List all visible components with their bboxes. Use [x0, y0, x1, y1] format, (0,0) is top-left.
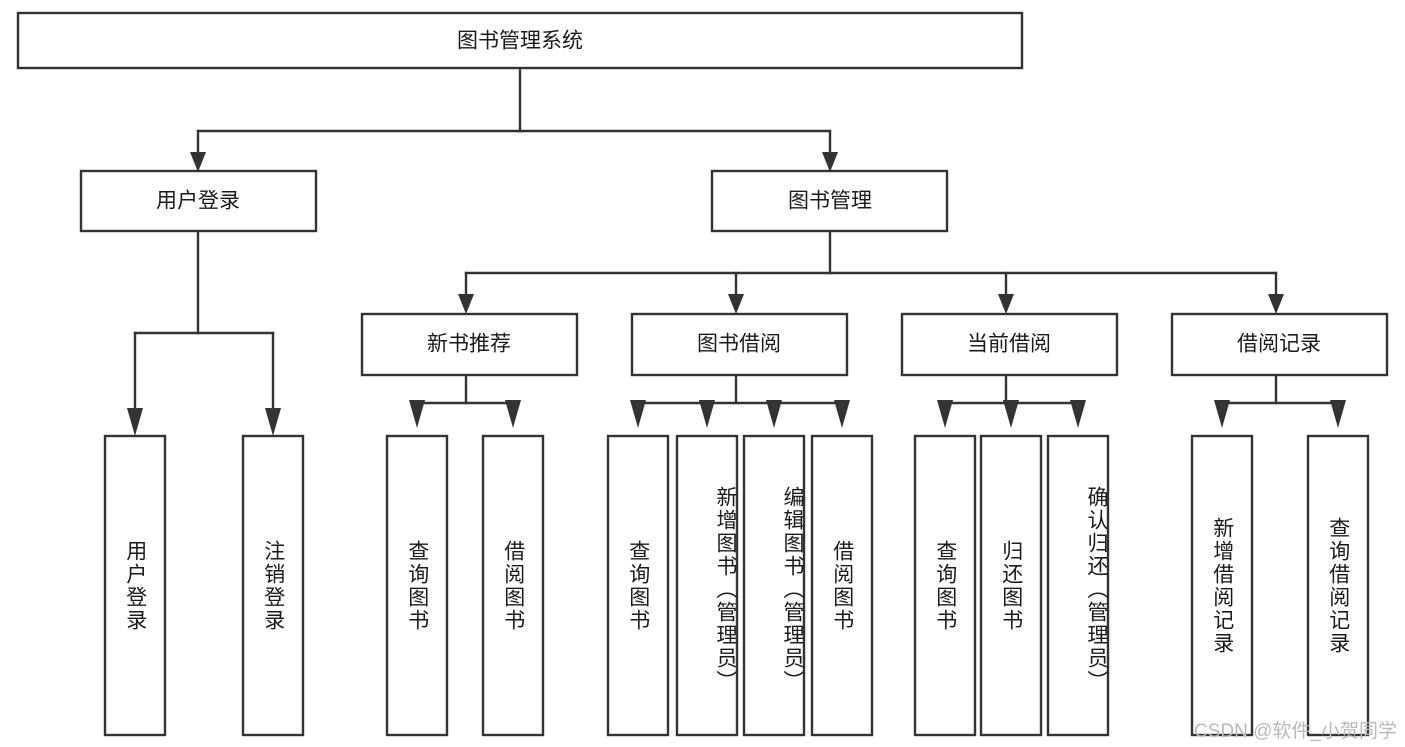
leaf-borrow-record-add[interactable]	[1190, 434, 1254, 737]
node-new-book-recommend-label: 新书推荐	[427, 333, 511, 356]
node-book-management[interactable]	[710, 169, 949, 233]
arrow-head-user-login	[190, 152, 206, 172]
arrow-head-bb-leaf2	[699, 400, 715, 428]
arrow-head-br-leaf2	[1330, 400, 1346, 428]
leaf-borrow-record-query[interactable]	[1306, 434, 1370, 737]
arrow-head-record	[1268, 294, 1284, 314]
arrow-head-ul-leaf1	[127, 408, 143, 436]
node-new-book-recommend[interactable]	[360, 312, 579, 377]
leaf-current-borrow-confirm[interactable]	[1046, 434, 1110, 737]
arrow-head-book-mgmt	[822, 152, 838, 172]
arrow-head-nb-leaf1	[409, 400, 425, 428]
node-root-label: 图书管理系统	[457, 30, 583, 53]
arrow-head-ul-leaf2	[265, 408, 281, 436]
node-borrow-record[interactable]	[1170, 312, 1389, 377]
arrow-head-borrow	[728, 294, 744, 314]
leaf-new-book-borrow[interactable]	[481, 434, 545, 737]
node-book-borrow-label: 图书借阅	[697, 333, 781, 356]
node-root[interactable]	[16, 11, 1024, 70]
arrow-head-new-book	[458, 294, 474, 314]
node-borrow-record-label: 借阅记录	[1237, 333, 1321, 356]
arrow-head-cb-leaf2	[1003, 400, 1019, 428]
node-layer: 图书管理系统 用户登录 图书管理 新书推荐 图书借阅 当前借阅 借阅记录	[16, 11, 1389, 737]
arrow-head-bb-leaf4	[834, 400, 850, 428]
arrow-head-bb-leaf1	[630, 400, 646, 428]
leaf-book-borrow-edit[interactable]	[742, 434, 806, 737]
leaf-user-login-login[interactable]	[103, 434, 167, 737]
node-user-login[interactable]	[79, 169, 318, 233]
arrow-head-cb-leaf3	[1070, 400, 1086, 428]
node-book-management-label: 图书管理	[788, 190, 872, 213]
node-user-login-label: 用户登录	[156, 190, 240, 213]
csdn-watermark: CSDN @软件_小贺同学	[1194, 721, 1397, 742]
leaf-new-book-query[interactable]	[385, 434, 449, 737]
arrow-head-bb-leaf3	[766, 400, 782, 428]
arrow-head-cb-leaf1	[937, 400, 953, 428]
node-book-borrow[interactable]	[630, 312, 849, 377]
leaf-book-borrow-add[interactable]	[675, 434, 739, 737]
node-current-borrow-label: 当前借阅	[967, 333, 1051, 356]
arrow-head-current	[998, 294, 1014, 314]
leaf-current-borrow-return[interactable]	[979, 434, 1043, 737]
node-current-borrow[interactable]	[900, 312, 1119, 377]
arrow-head-br-leaf1	[1214, 400, 1230, 428]
arrow-head-nb-leaf2	[505, 400, 521, 428]
leaf-current-borrow-query[interactable]	[913, 434, 977, 737]
leaf-book-borrow-borrow[interactable]	[810, 434, 874, 737]
leaf-user-login-logout[interactable]	[241, 434, 305, 737]
arrow-head-layer	[127, 152, 1346, 436]
leaf-book-borrow-query[interactable]	[606, 434, 670, 737]
